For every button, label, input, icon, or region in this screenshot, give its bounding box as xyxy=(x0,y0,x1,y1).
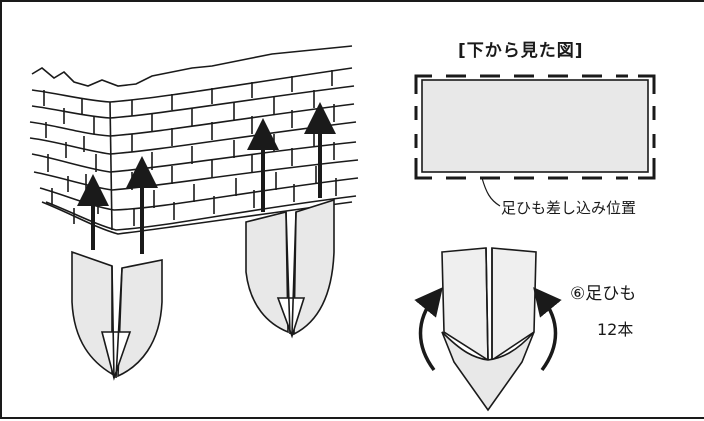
insert-position-label: 足ひも差し込み位置 xyxy=(501,199,637,217)
basket-weave-section xyxy=(29,45,359,235)
count-label: 12本 xyxy=(597,320,634,339)
foot-strap-right xyxy=(245,198,335,339)
curved-arrow-icon xyxy=(533,287,562,372)
top-view-title: [下から見た図] xyxy=(458,41,584,61)
foot-strap-left xyxy=(71,250,163,381)
top-view-diagram xyxy=(414,74,656,207)
leader-line xyxy=(481,177,501,207)
curved-arrow-icon xyxy=(414,287,443,372)
foot-strap-step6 xyxy=(441,247,537,412)
step-label: ⑥足ひも xyxy=(570,284,637,304)
